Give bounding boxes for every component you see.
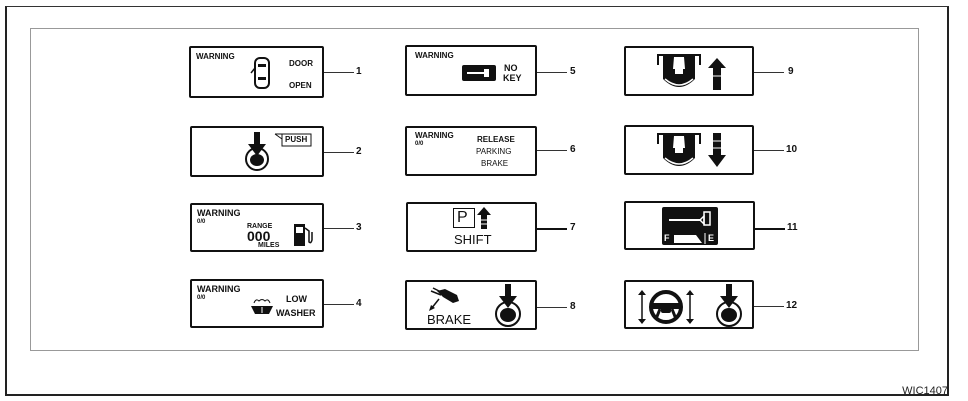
callout-number-6: 6 — [570, 144, 576, 155]
tilt-arrows-icon — [638, 290, 646, 324]
washer-icon — [251, 299, 273, 314]
no-label: NO — [504, 63, 518, 73]
panel-12-steering-brake — [624, 280, 754, 329]
seat-icon — [657, 133, 701, 166]
gauge-needle-icon — [669, 211, 711, 244]
callout-number-12: 12 — [786, 300, 798, 311]
steering-wheel-icon — [649, 290, 683, 324]
callout-number-7: 7 — [570, 222, 576, 233]
key-label: KEY — [503, 73, 522, 83]
callout-number-11: 11 — [787, 222, 798, 233]
brake-pedal-icon — [495, 284, 521, 327]
empty-label: E — [708, 233, 715, 243]
sub-label: 0/0 — [415, 141, 424, 147]
warning-label: WARNING — [196, 52, 235, 61]
panel-1-door-open: WARNING DOOR OPEN — [189, 46, 324, 98]
brake-hand-icon — [429, 287, 459, 311]
callout-number-2: 2 — [356, 146, 362, 157]
panel-6-release-parking-brake: WARNING 0/0 RELEASE PARKING BRAKE — [405, 126, 537, 176]
warning-label: WARNING — [197, 208, 241, 218]
callout-number-8: 8 — [570, 301, 576, 312]
sub-label: 0/0 — [197, 295, 206, 301]
push-callout-icon — [274, 133, 312, 147]
diagram-area — [30, 28, 919, 351]
tilt-arrows-icon — [686, 290, 694, 324]
brake-label: BRAKE — [427, 312, 472, 327]
open-label: OPEN — [289, 81, 312, 90]
range-label: RANGE — [247, 223, 273, 230]
leader-line-7 — [537, 228, 567, 230]
leader-line-6 — [537, 150, 567, 151]
panel-7-park-shift: P SHIFT — [406, 202, 537, 252]
fuel-gauge-icon: F E — [662, 207, 718, 245]
brake-pedal-push-icon — [245, 132, 269, 171]
fuel-pump-icon — [294, 224, 313, 246]
shift-up-arrow-icon — [477, 207, 491, 229]
panel-11-fuel-gauge: F E — [624, 201, 755, 250]
panel-8-brake: BRAKE — [405, 280, 537, 330]
leader-line-11 — [755, 228, 785, 230]
leader-line-4 — [324, 304, 354, 305]
washer-label: WASHER — [276, 308, 316, 318]
leader-line-5 — [537, 72, 567, 73]
parking-label: PARKING — [476, 147, 512, 156]
brake-pedal-icon — [716, 284, 742, 327]
callout-number-4: 4 — [356, 298, 362, 309]
sub-label: 0/0 — [197, 219, 206, 225]
panel-10-seat-down — [624, 125, 754, 175]
warning-label: WARNING — [415, 51, 454, 60]
panel-3-range: WARNING 0/0 RANGE 000 MILES — [190, 203, 324, 252]
warning-label: WARNING — [197, 284, 241, 294]
leader-line-1 — [324, 72, 354, 73]
door-open-icon — [250, 57, 270, 89]
full-label: F — [664, 233, 670, 243]
down-arrow-icon — [708, 133, 726, 167]
door-label: DOOR — [289, 59, 313, 68]
panel-2-push-brake: PUSH — [190, 126, 324, 177]
park-box — [453, 208, 475, 228]
warning-label: WARNING — [415, 131, 454, 140]
miles-label: MILES — [258, 242, 280, 249]
leader-line-2 — [324, 152, 354, 153]
low-label: LOW — [286, 294, 307, 304]
leader-line-12 — [754, 306, 784, 307]
callout-number-5: 5 — [570, 66, 576, 77]
key-icon — [462, 65, 496, 81]
figure-frame — [5, 6, 949, 396]
release-label: RELEASE — [477, 135, 515, 144]
leader-line-9 — [754, 72, 784, 73]
park-letter: P — [457, 209, 468, 226]
callout-number-9: 9 — [788, 66, 794, 77]
panel-9-seat-up — [624, 46, 754, 96]
callout-number-10: 10 — [786, 144, 798, 155]
range-value: 000 — [247, 228, 271, 244]
panel-4-low-washer: WARNING 0/0 LOW WASHER — [190, 279, 324, 328]
shift-label: SHIFT — [454, 232, 492, 247]
panel-5-no-key: WARNING NO KEY — [405, 45, 537, 96]
callout-number-1: 1 — [356, 66, 362, 77]
leader-line-3 — [324, 228, 354, 229]
seat-icon — [657, 54, 701, 87]
figure-id: WIC1407 — [902, 385, 948, 397]
up-arrow-icon — [708, 58, 726, 90]
brake-label: BRAKE — [481, 159, 509, 168]
callout-number-3: 3 — [356, 222, 362, 233]
leader-line-10 — [754, 150, 784, 151]
leader-line-8 — [537, 307, 567, 308]
push-label: PUSH — [285, 135, 308, 144]
